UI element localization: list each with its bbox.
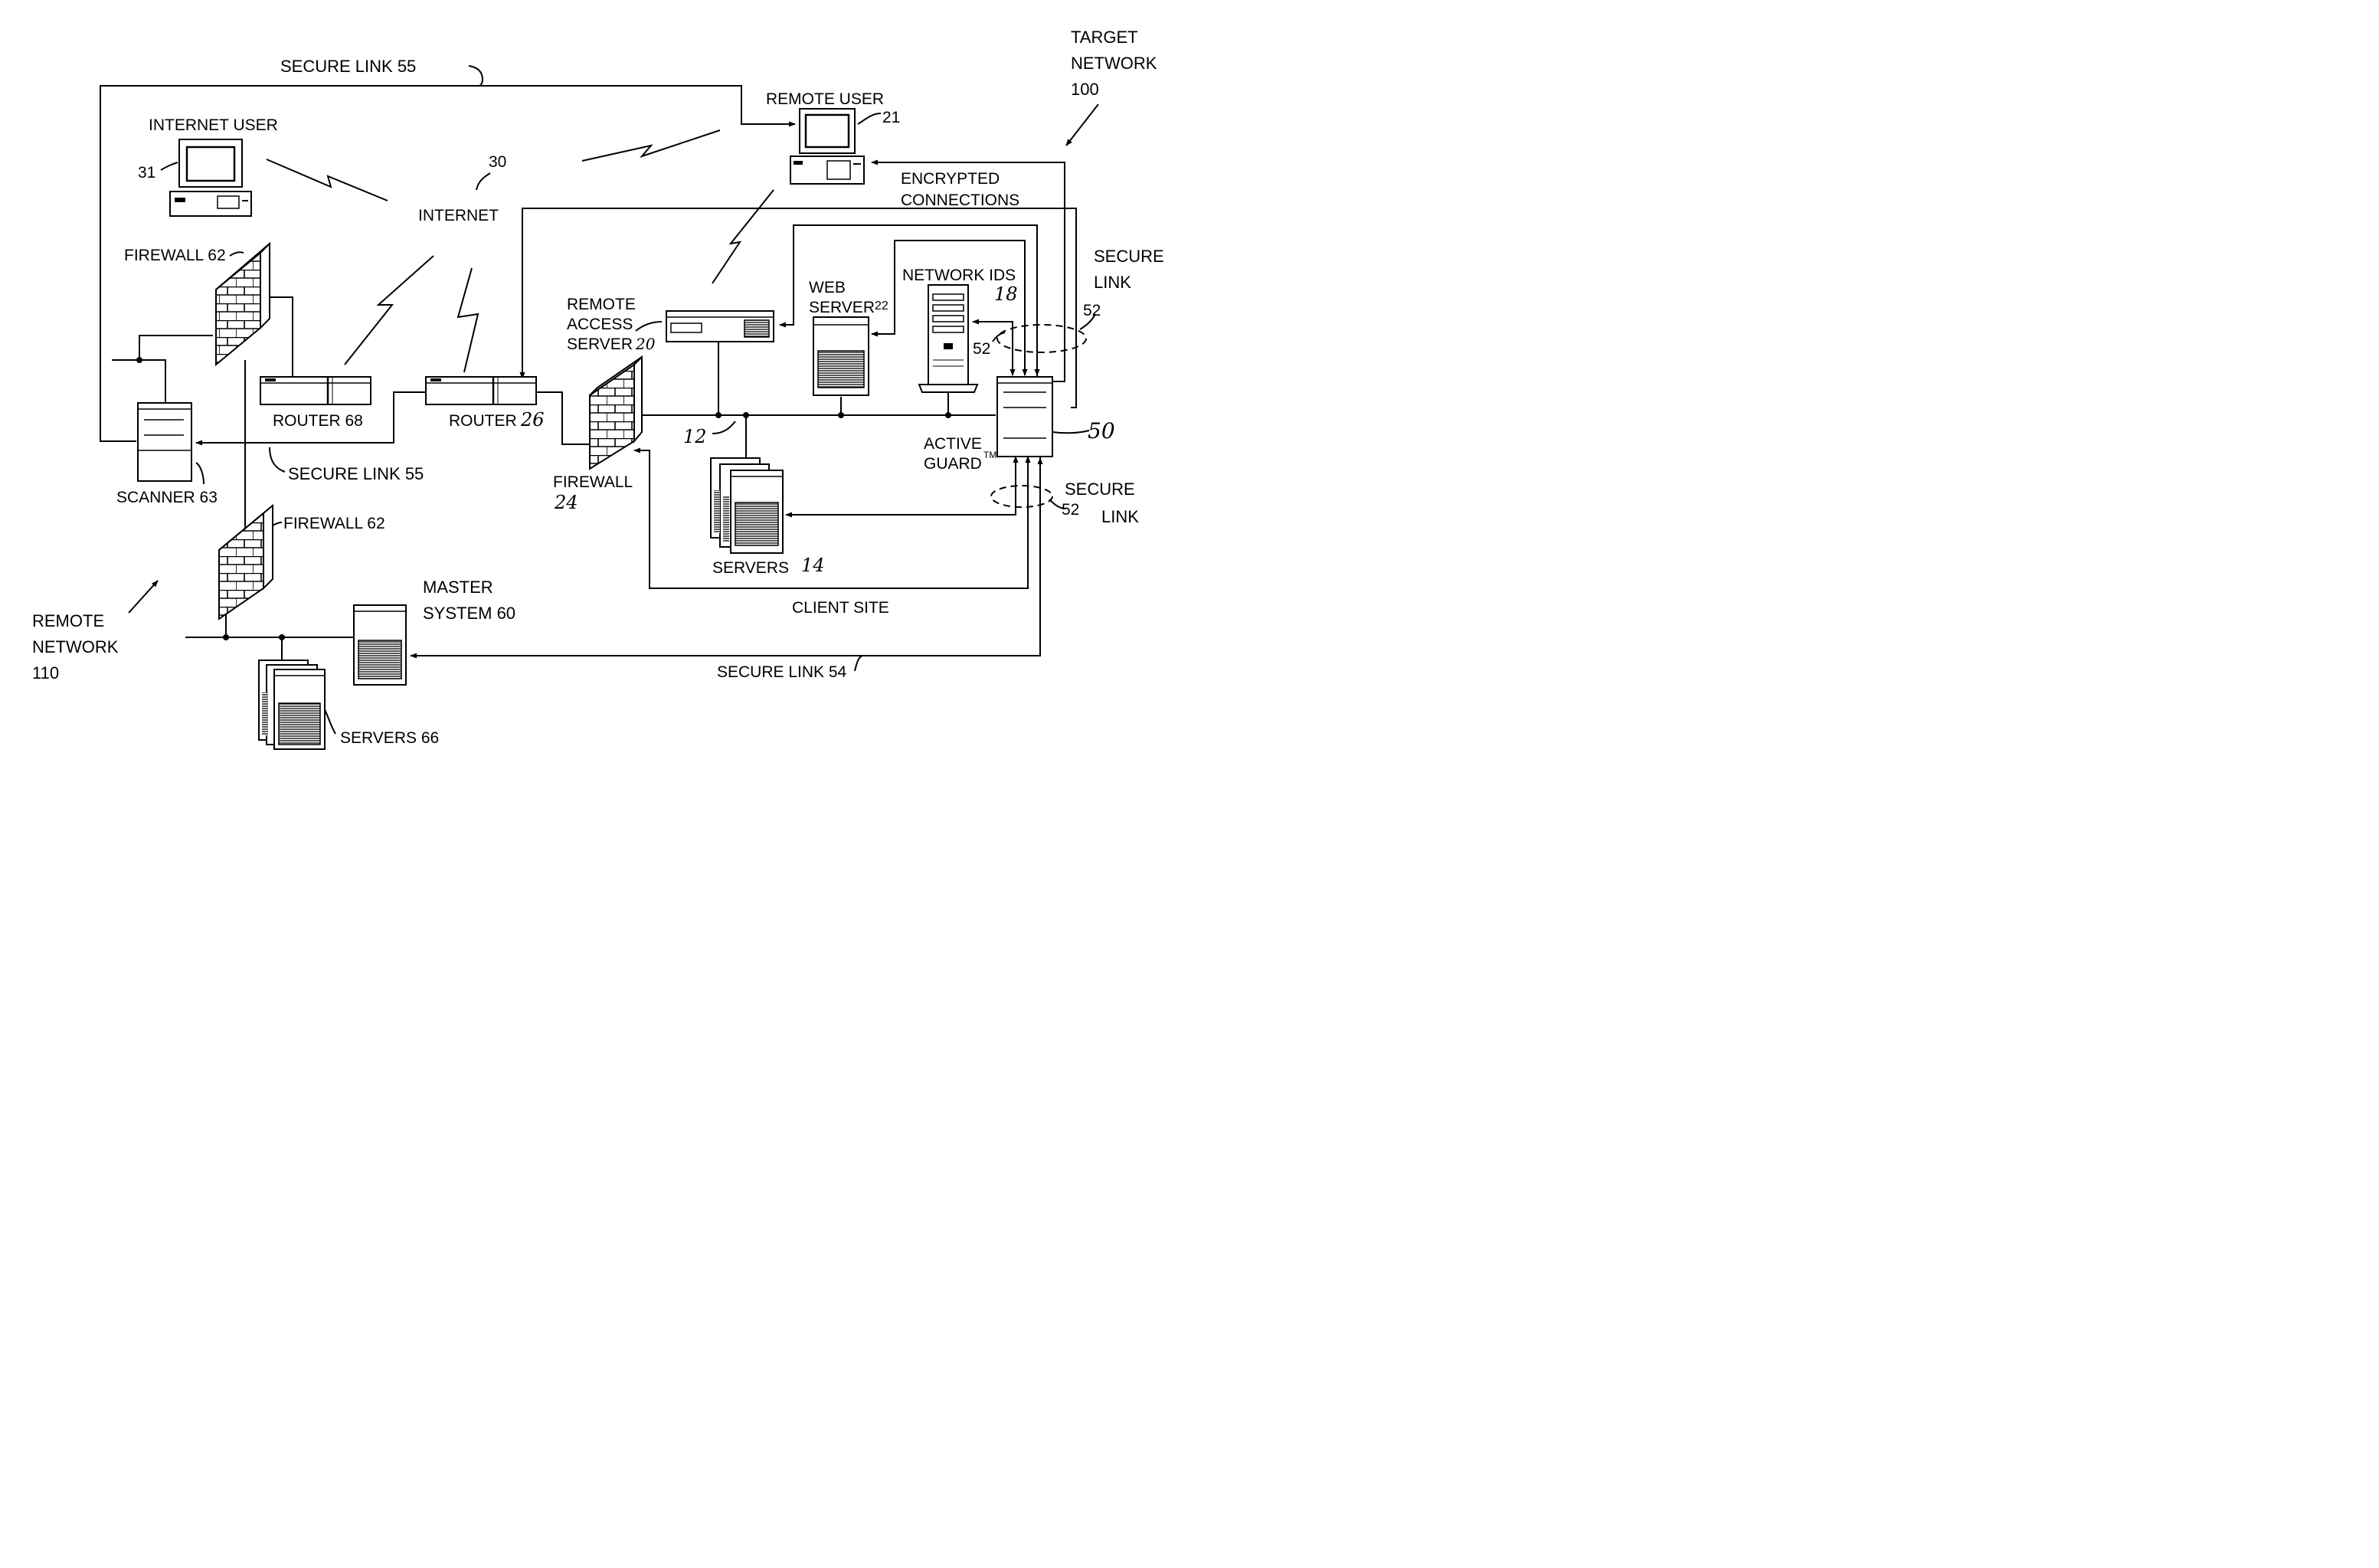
active-guard-tm: TM: [983, 450, 996, 460]
scanner-lan-line: [112, 360, 165, 402]
ref-21-leader: [858, 113, 881, 124]
web-server-label-2: SERVER: [809, 299, 875, 316]
firewall-62-bottom-label: FIREWALL 62: [283, 515, 385, 532]
network-ids-tower-icon: [919, 285, 977, 392]
active-guard-num: 50: [1088, 418, 1115, 444]
firewall-24-label: FIREWALL: [553, 473, 633, 491]
junction-dot: [136, 357, 142, 363]
secure-link-right-top-label-2: LINK: [1094, 273, 1131, 292]
lightning-router26: [458, 268, 478, 372]
secure-link-54-line: [855, 457, 1040, 671]
router-26-label: ROUTER: [449, 412, 517, 430]
scanner-63-icon: [138, 403, 191, 481]
ref-52-label-c: 52: [1062, 501, 1079, 519]
ref-12-label: 12: [683, 426, 707, 447]
ref-31-leader: [161, 162, 178, 170]
ref-52-label-b: 52: [973, 340, 990, 358]
servers-66-label: SERVERS 66: [340, 729, 439, 747]
internet-user-label: INTERNET USER: [149, 116, 278, 134]
ref-52-label-a: 52: [1083, 302, 1101, 319]
lightning-router68: [345, 256, 434, 365]
master-system-label-1: MASTER: [423, 578, 493, 597]
ref-31-label: 31: [138, 164, 155, 182]
target-network-label-1: TARGET: [1071, 28, 1138, 47]
ref-30-leader: [476, 173, 490, 190]
target-network-label-2: NETWORK: [1071, 54, 1157, 73]
web-server-icon: [813, 317, 869, 395]
secure-link-55-leader: [270, 447, 285, 472]
active-guard-icon: [997, 377, 1052, 457]
lightning-remote-user: [582, 130, 720, 161]
remote-network-arrow: [129, 581, 158, 613]
remote-network-label-3: 110: [32, 663, 59, 683]
ras-ref-leader: [636, 322, 662, 331]
client-site-label: CLIENT SITE: [792, 599, 889, 617]
router-26-icon: [426, 377, 536, 404]
ref-52-leader-a: [993, 332, 1005, 342]
lightning-internet-user: [267, 159, 388, 201]
servers-14-stack-icon: [711, 458, 783, 553]
scanner-to-firewall-line: [139, 336, 213, 360]
remote-network-label-1: REMOTE: [32, 611, 104, 630]
router-68-label: ROUTER 68: [273, 412, 363, 430]
remote-access-server-icon: [666, 311, 774, 342]
encrypted-connections-label-2: CONNECTIONS: [901, 191, 1019, 209]
network-ids-num: 18: [994, 283, 1018, 305]
servers-66-stack-icon: [259, 660, 325, 749]
servers-14-num: 14: [801, 555, 825, 576]
lightning-ras: [712, 190, 774, 283]
ref-12-leader: [712, 421, 735, 434]
secure-link-54-label: SECURE LINK 54: [717, 663, 847, 681]
secure-link-right-bottom-label-2: LINK: [1101, 507, 1139, 526]
web-server-num: 22: [875, 300, 888, 313]
active-guard-label-1: ACTIVE: [924, 435, 982, 453]
firewall-62-top-label: FIREWALL 62: [124, 247, 226, 264]
master-system-icon: [354, 605, 406, 685]
remote-access-label-3: SERVER: [567, 336, 633, 353]
ref-30-label: 30: [489, 153, 506, 171]
secure-link-55-to-remote-user: [479, 86, 795, 124]
remote-user-computer-icon: [790, 109, 864, 184]
network-ids-label: NETWORK IDS: [902, 267, 1016, 284]
scanner-63-label: SCANNER 63: [116, 489, 218, 506]
scanner-ref-leader: [196, 463, 204, 484]
secure-link-bundle-bottom: [991, 486, 1052, 507]
remote-user-label: REMOTE USER: [766, 90, 884, 108]
remote-network-label-2: NETWORK: [32, 637, 119, 656]
secure-link-55-top-label: SECURE LINK 55: [280, 57, 416, 76]
router26-to-firewall24-line: [536, 392, 597, 444]
network-diagram: TARGET NETWORK 100 SECURE LINK 55 INTERN…: [0, 0, 1190, 784]
secure-link-right-bottom-label-1: SECURE: [1065, 480, 1135, 499]
diagram-canvas: TARGET NETWORK 100 SECURE LINK 55 INTERN…: [0, 0, 1190, 784]
firewall-24-icon: [590, 357, 642, 469]
internet-user-computer-icon: [170, 139, 251, 216]
router-68-icon: [260, 377, 371, 404]
internet-label: INTERNET: [418, 207, 499, 224]
secure-link-55-bottom-label: SECURE LINK 55: [288, 464, 424, 483]
target-network-arrow: [1066, 104, 1098, 146]
ref-21-label: 21: [882, 109, 900, 126]
master-system-label-2: SYSTEM 60: [423, 604, 515, 623]
ref-50-leader: [1052, 430, 1089, 433]
firewall-24-num: 24: [554, 492, 578, 513]
router-26-num: 26: [520, 409, 545, 430]
remote-access-label-1: REMOTE: [567, 296, 636, 313]
remote-access-num: 20: [635, 335, 656, 353]
firewall62-ref-leader: [230, 252, 244, 256]
remote-access-label-2: ACCESS: [567, 316, 633, 333]
target-network-label-3: 100: [1071, 80, 1099, 99]
servers-14-label: SERVERS: [712, 559, 789, 577]
encrypted-connections-label-1: ENCRYPTED: [901, 170, 1000, 188]
web-server-label-1: WEB: [809, 279, 846, 296]
secure-link-bundle-top: [997, 325, 1086, 352]
active-guard-label-2: GUARD: [924, 455, 982, 473]
secure-link-right-top-label-1: SECURE: [1094, 247, 1164, 266]
